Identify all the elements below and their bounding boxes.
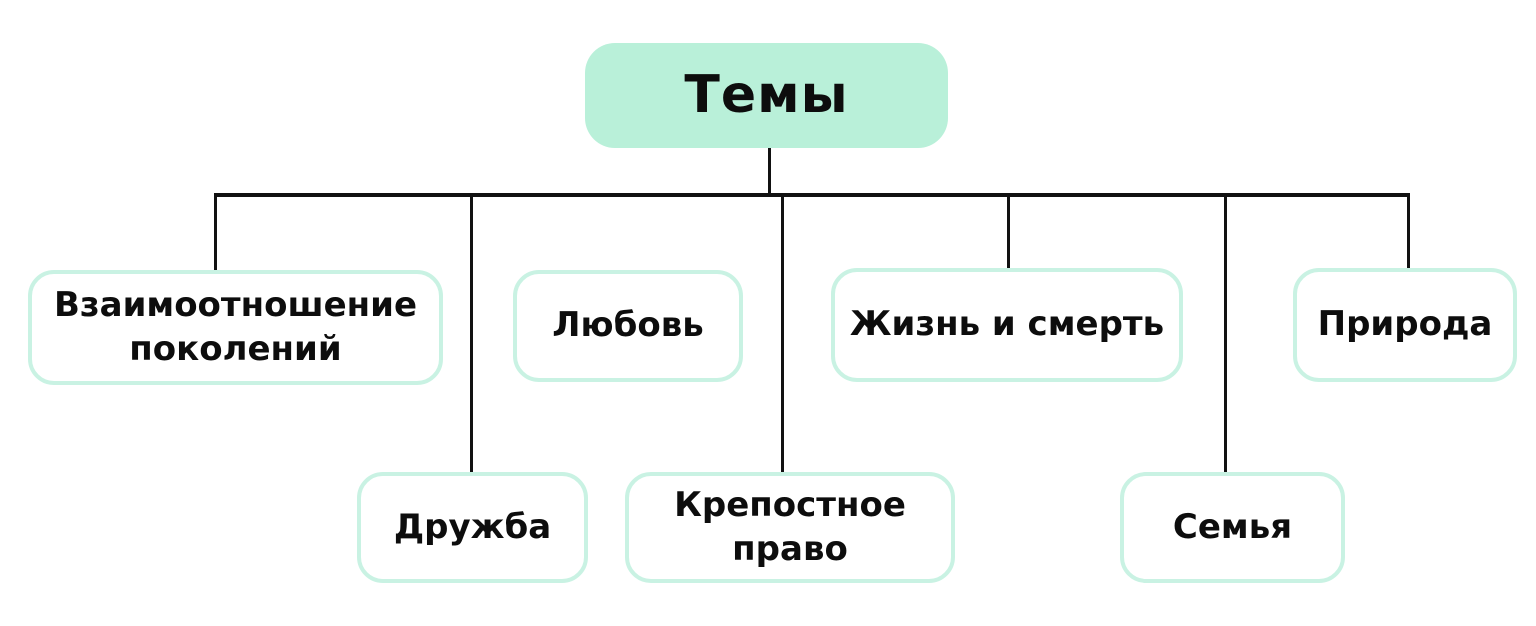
node-priroda: Природа (1293, 268, 1517, 382)
node-druzhba: Дружба (357, 472, 588, 583)
connector-drop-vzaimootnoshenie (214, 193, 217, 272)
node-zhizn-i-smert: Жизнь и смерть (831, 268, 1183, 382)
connector-drop-priroda (1407, 193, 1410, 270)
node-semya: Семья (1120, 472, 1345, 583)
connector-horizontal-bus (214, 193, 1410, 197)
node-krepostnoe-pravo: Крепостное право (625, 472, 955, 583)
connector-root-trunk (768, 148, 771, 196)
connector-drop-krepostnoe-pravo (781, 193, 784, 474)
connector-drop-druzhba (470, 193, 473, 474)
node-vzaimootnoshenie-pokoleniy: Взаимоотношение поколений (28, 270, 443, 385)
connector-drop-zhizn-i-smert (1007, 193, 1010, 270)
node-lyubov: Любовь (513, 270, 743, 382)
connector-drop-semya (1224, 193, 1227, 474)
node-root-temy: Темы (585, 43, 948, 148)
